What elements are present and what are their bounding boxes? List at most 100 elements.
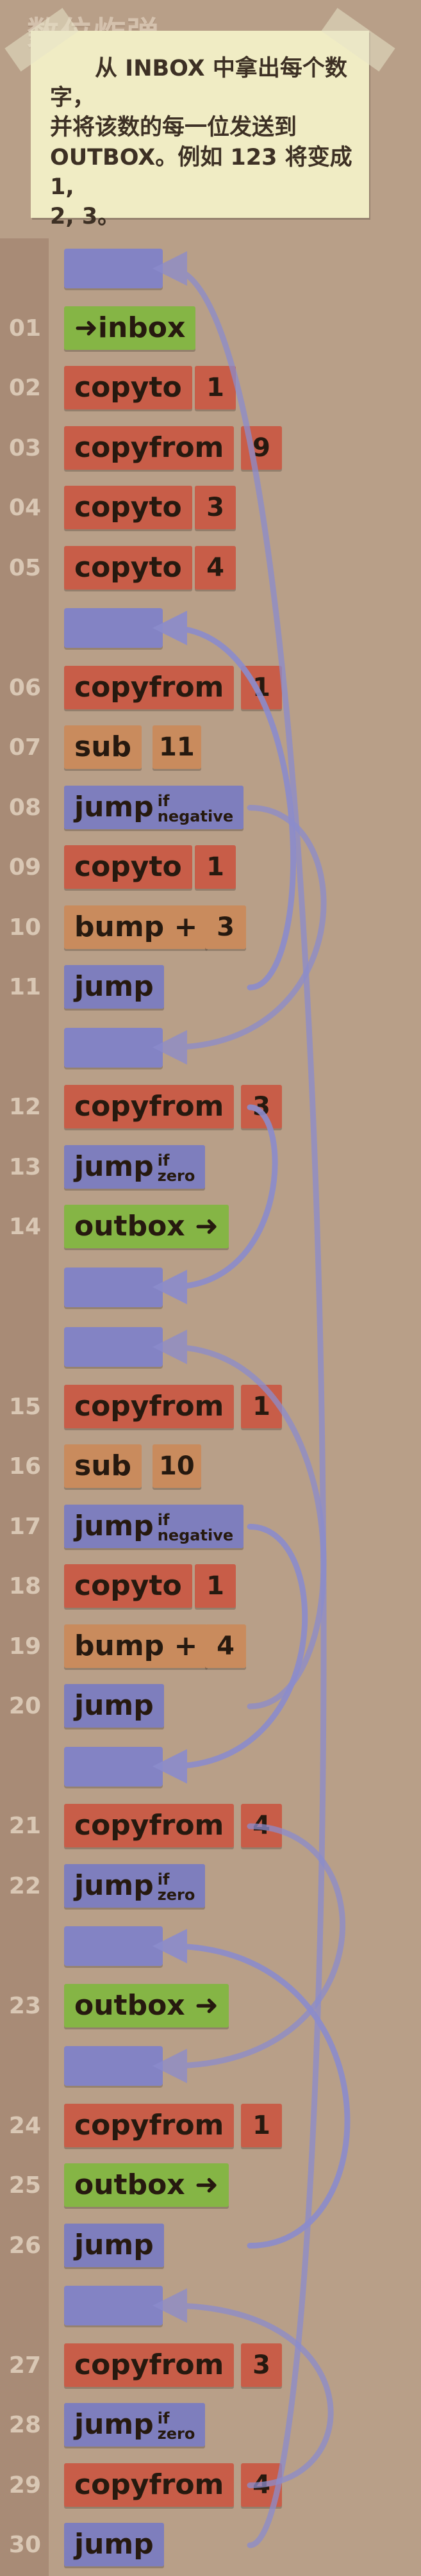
command-argument[interactable]: 10 [153, 1444, 201, 1488]
command-copyfrom[interactable]: copyfrom [64, 1085, 235, 1128]
inbox-arrow-icon: ➜ [74, 311, 98, 344]
command-bump[interactable]: bump + [64, 1624, 208, 1668]
command-copyfrom[interactable]: copyfrom [64, 665, 235, 709]
command-jump[interactable]: jump [64, 2523, 164, 2566]
command-outbox[interactable]: outbox ➜ [64, 1205, 229, 1248]
command-outbox[interactable]: outbox ➜ [64, 1983, 229, 2027]
line-number: 08 [8, 794, 41, 821]
command-argument[interactable]: 9 [241, 425, 282, 470]
command-argument[interactable]: 4 [241, 1804, 282, 1847]
command-copyfrom[interactable]: copyfrom [64, 1804, 235, 1847]
jump-label[interactable] [64, 2286, 163, 2325]
command-jump[interactable]: jump [64, 965, 164, 1009]
command-label: outbox [74, 1988, 185, 2022]
command-argument[interactable]: 1 [241, 2103, 282, 2147]
line-number: 26 [8, 2232, 41, 2259]
command-sub[interactable]: sub [64, 725, 142, 769]
jump-label[interactable] [64, 1267, 163, 1307]
command-argument[interactable]: 4 [205, 1624, 246, 1668]
instruction-row: 03 copyfrom 9 [0, 418, 421, 478]
line-number: 21 [8, 1813, 41, 1839]
outbox-arrow-icon: ➜ [185, 1210, 219, 1243]
command-argument[interactable]: 1 [195, 366, 236, 409]
command-copyfrom[interactable]: copyfrom [64, 2103, 235, 2147]
command-argument[interactable]: 1 [241, 1384, 282, 1428]
condition-if: if [157, 2409, 170, 2427]
command-copyto[interactable]: copyto [64, 366, 192, 409]
jump-label[interactable] [64, 249, 163, 288]
command-label: bump + [74, 910, 198, 943]
line-number: 28 [8, 2412, 41, 2438]
command-label: copyfrom [74, 431, 224, 464]
command-inbox[interactable]: ➜inbox [64, 306, 196, 350]
jump-label[interactable] [64, 1746, 163, 1787]
command-label: jump [74, 2408, 154, 2441]
outbox-arrow-icon: ➜ [185, 1988, 219, 2022]
line-number: 25 [8, 2172, 41, 2199]
command-argument[interactable]: 1 [195, 1564, 236, 1608]
jump-label[interactable] [64, 1926, 163, 1966]
line-number: 03 [8, 434, 41, 461]
jump-label[interactable] [64, 2046, 163, 2086]
line-number: 13 [8, 1153, 41, 1180]
command-jump[interactable]: jump [64, 2223, 164, 2267]
command-argument[interactable]: 3 [241, 1085, 282, 1128]
command-argument[interactable]: 4 [195, 545, 236, 590]
jump-label[interactable] [64, 1027, 163, 1068]
jump-label[interactable] [64, 1327, 163, 1367]
command-copyfrom[interactable]: copyfrom [64, 2343, 235, 2387]
command-bump[interactable]: bump + [64, 905, 208, 949]
command-copyfrom[interactable]: copyfrom [64, 2463, 235, 2507]
command-argument[interactable]: 11 [153, 725, 201, 769]
condition-type: zero [157, 2425, 195, 2443]
condition-type: negative [157, 807, 234, 825]
command-argument[interactable]: 1 [195, 845, 236, 889]
command-argument[interactable]: 3 [195, 486, 236, 529]
instruction-text: 从 INBOX 中拿出每个数字， 并将该数的每一位发送到 OUTBOX。例如 1… [50, 56, 352, 229]
command-label: copyfrom [74, 1809, 224, 1842]
command-copyfrom[interactable]: copyfrom [64, 425, 235, 470]
command-copyto[interactable]: copyto [64, 1564, 192, 1608]
instruction-row: 21 copyfrom 4 [0, 1796, 421, 1856]
line-number: 17 [8, 1513, 41, 1540]
command-label: jump [74, 1150, 154, 1183]
condition-type: zero [157, 1885, 195, 1904]
command-argument[interactable]: 3 [241, 2343, 282, 2387]
command-jump[interactable]: jump [64, 1684, 164, 1728]
command-argument[interactable]: 4 [241, 2463, 282, 2507]
command-copyto[interactable]: copyto [64, 545, 192, 590]
command-label: copyto [74, 491, 182, 524]
jump-label[interactable] [64, 608, 163, 648]
command-copyto[interactable]: copyto [64, 486, 192, 529]
command-sub[interactable]: sub [64, 1444, 142, 1488]
outbox-arrow-icon: ➜ [185, 2168, 219, 2201]
command-argument[interactable]: 1 [241, 665, 282, 709]
command-outbox[interactable]: outbox ➜ [64, 2163, 229, 2207]
command-label: sub [74, 1449, 132, 1482]
condition-if: if [157, 1870, 170, 1888]
command-argument[interactable]: 3 [205, 905, 246, 949]
jump-target-row [0, 1916, 421, 1976]
command-copyfrom[interactable]: copyfrom [64, 1384, 235, 1428]
command-copyto[interactable]: copyto [64, 845, 192, 889]
command-label: copyto [74, 1569, 182, 1602]
jump-target-row [0, 1317, 421, 1376]
